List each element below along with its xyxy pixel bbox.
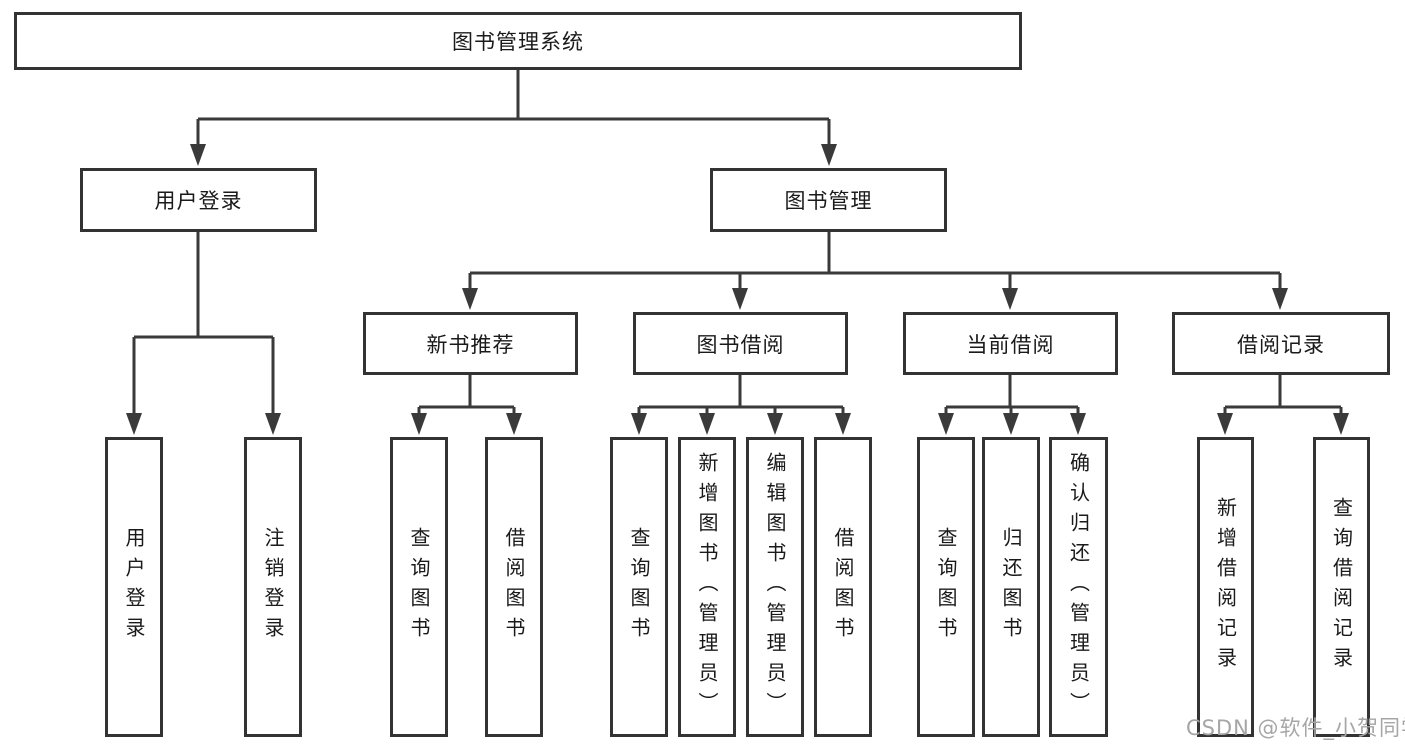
leaf-query-borrow-record-label: 查询借阅记录 [1329, 497, 1354, 677]
node-book-management-label: 图书管理 [784, 189, 873, 213]
leaf-query-books-1: 查询图书 [390, 437, 448, 737]
leaf-borrow-books-2: 借阅图书 [814, 437, 872, 737]
leaf-query-books-2: 查询图书 [610, 437, 668, 737]
node-root-label: 图书管理系统 [452, 30, 584, 54]
node-user-login: 用户登录 [80, 168, 317, 232]
leaf-add-borrow-record-label: 新增借阅记录 [1213, 497, 1238, 677]
leaf-user-login: 用户登录 [105, 437, 163, 737]
leaf-borrow-books-1-label: 借阅图书 [502, 527, 526, 647]
node-user-login-label: 用户登录 [154, 189, 243, 213]
connector-lines [132, 68, 1343, 419]
leaf-query-books-2-label: 查询图书 [627, 527, 651, 647]
leaf-confirm-return-admin: 确认归还（管理员） [1049, 437, 1108, 737]
leaf-logout: 注销登录 [244, 437, 302, 737]
node-book-management: 图书管理 [710, 168, 947, 232]
arrowheads [126, 144, 1349, 435]
leaf-borrow-books-2-label: 借阅图书 [831, 527, 855, 647]
leaf-user-login-label: 用户登录 [122, 527, 146, 647]
node-new-book-recommend: 新书推荐 [363, 312, 578, 375]
leaf-confirm-return-admin-label: 确认归还（管理员） [1066, 452, 1091, 722]
node-borrowing-records: 借阅记录 [1172, 312, 1390, 375]
leaf-return-books: 归还图书 [982, 437, 1040, 737]
leaf-edit-book-admin-label: 编辑图书（管理员） [763, 452, 787, 722]
leaf-query-borrow-record: 查询借阅记录 [1313, 437, 1370, 737]
watermark: CSDN @软件_小贺同学 [1186, 716, 1405, 740]
leaf-add-borrow-record: 新增借阅记录 [1197, 437, 1254, 737]
node-borrowing-records-label: 借阅记录 [1237, 332, 1325, 357]
leaf-return-books-label: 归还图书 [999, 527, 1023, 647]
node-current-borrowing: 当前借阅 [903, 312, 1118, 375]
node-book-borrowing: 图书借阅 [633, 312, 848, 375]
node-new-book-recommend-label: 新书推荐 [426, 332, 515, 357]
leaf-query-books-1-label: 查询图书 [407, 527, 431, 647]
leaf-query-books-3-label: 查询图书 [934, 527, 958, 647]
node-root: 图书管理系统 [14, 12, 1022, 70]
leaf-borrow-books-1: 借阅图书 [485, 437, 543, 737]
node-current-borrowing-label: 当前借阅 [966, 332, 1055, 357]
leaf-query-books-3: 查询图书 [917, 437, 975, 737]
leaf-logout-label: 注销登录 [261, 527, 285, 647]
node-book-borrowing-label: 图书借阅 [696, 332, 785, 357]
leaf-add-book-admin: 新增图书（管理员） [678, 437, 736, 737]
leaf-edit-book-admin: 编辑图书（管理员） [746, 437, 804, 737]
leaf-add-book-admin-label: 新增图书（管理员） [695, 452, 719, 722]
